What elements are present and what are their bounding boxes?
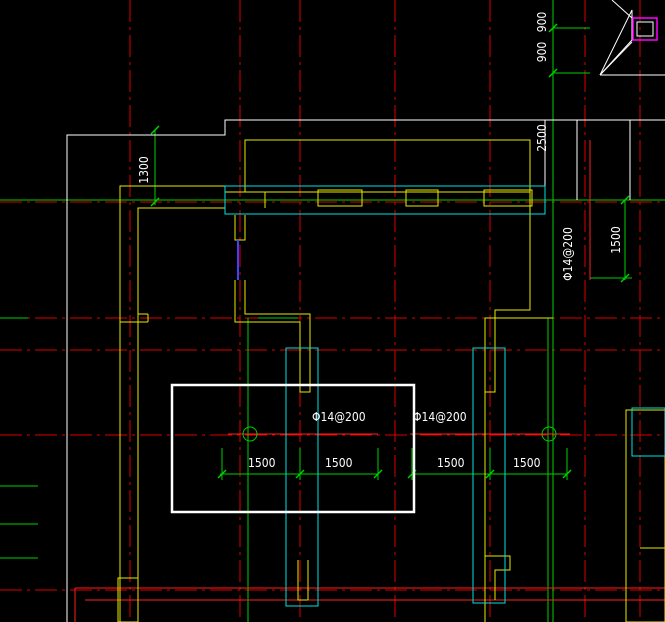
- dim-1500-b[interactable]: 1500: [325, 456, 353, 470]
- dim-1500-c[interactable]: 1500: [437, 456, 465, 470]
- dim-1500-right[interactable]: 1500: [609, 226, 623, 254]
- rebar-lines: [74, 140, 665, 622]
- beams: [224, 185, 665, 607]
- rebar-label-center[interactable]: Φ14@200: [312, 410, 366, 424]
- dimension-ticks: [150, 23, 630, 479]
- dim-2500[interactable]: 2500: [535, 124, 549, 152]
- selection-box[interactable]: [170, 383, 416, 514]
- dim-1300[interactable]: 1300: [137, 156, 151, 184]
- column-marker-inner: [636, 21, 654, 37]
- foundation-outline: [66, 0, 665, 622]
- dim-900-top[interactable]: 900: [535, 12, 549, 33]
- column-marker[interactable]: [632, 17, 658, 41]
- pile-circle-left[interactable]: [242, 426, 258, 442]
- walls: [117, 139, 665, 622]
- pile-circle-right[interactable]: [541, 426, 557, 442]
- rebar-label-vertical[interactable]: Φ14@200: [561, 227, 575, 281]
- dim-900-mid[interactable]: 900: [535, 42, 549, 63]
- rebar-label-right[interactable]: Φ14@200: [413, 410, 467, 424]
- dim-1500-d[interactable]: 1500: [513, 456, 541, 470]
- dim-1500-a[interactable]: 1500: [248, 456, 276, 470]
